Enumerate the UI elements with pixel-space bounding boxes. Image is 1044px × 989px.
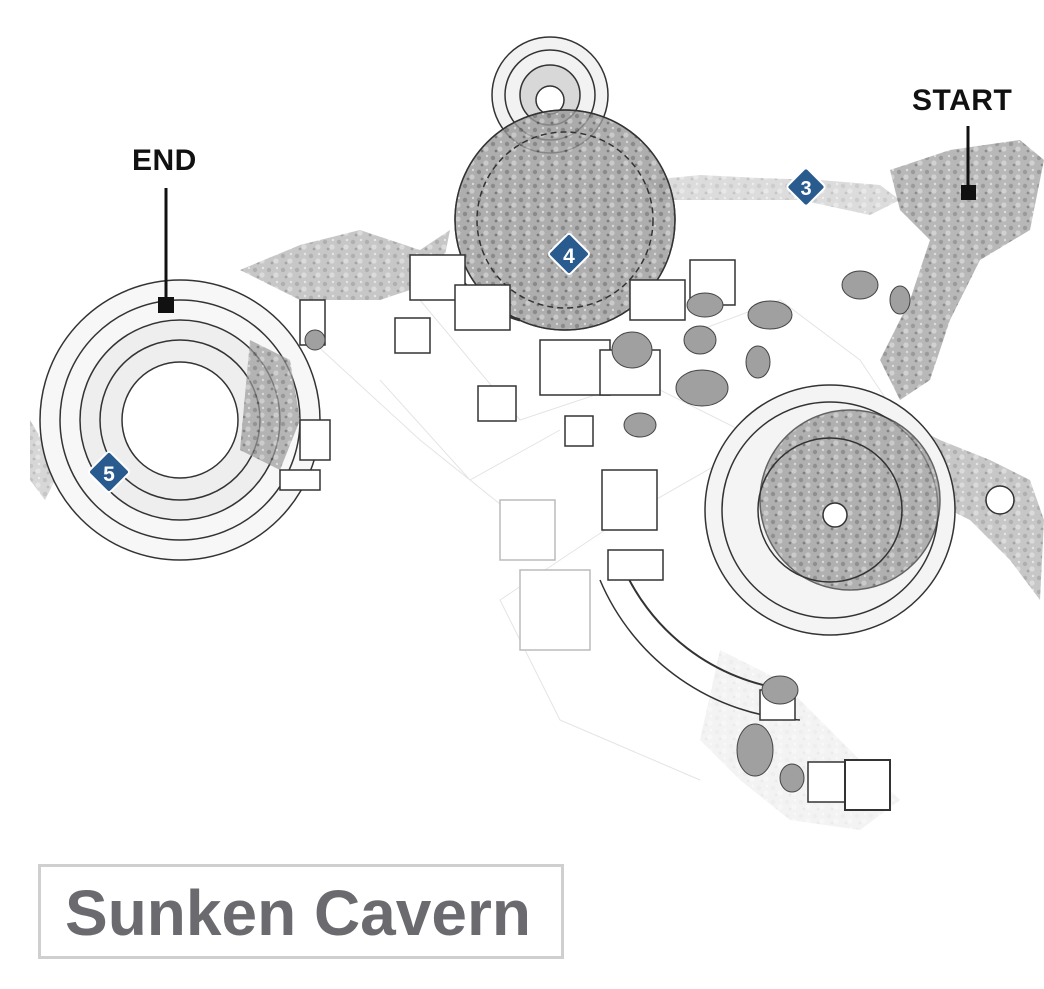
waypoint-3: 3 (786, 167, 826, 207)
waypoint-4: 4 (548, 233, 590, 275)
chamber-southeast (499, 384, 1015, 811)
map-title: Sunken Cavern (65, 877, 531, 949)
start-label: START (912, 84, 1013, 117)
waypoint-5-number: 5 (103, 463, 115, 486)
end-marker (158, 297, 174, 313)
chamber-north (394, 36, 736, 447)
waypoint-4-number: 4 (563, 245, 575, 268)
map-title-box: Sunken Cavern (38, 864, 564, 959)
waypoint-5: 5 (88, 451, 130, 493)
end-label: END (132, 144, 197, 177)
floor-mesh (299, 299, 901, 781)
boulders (304, 270, 911, 793)
cavern-map: 3 4 5 (30, 36, 1044, 830)
waypoint-3-number: 3 (800, 178, 811, 200)
chamber-west (39, 279, 331, 561)
start-marker (961, 185, 976, 200)
